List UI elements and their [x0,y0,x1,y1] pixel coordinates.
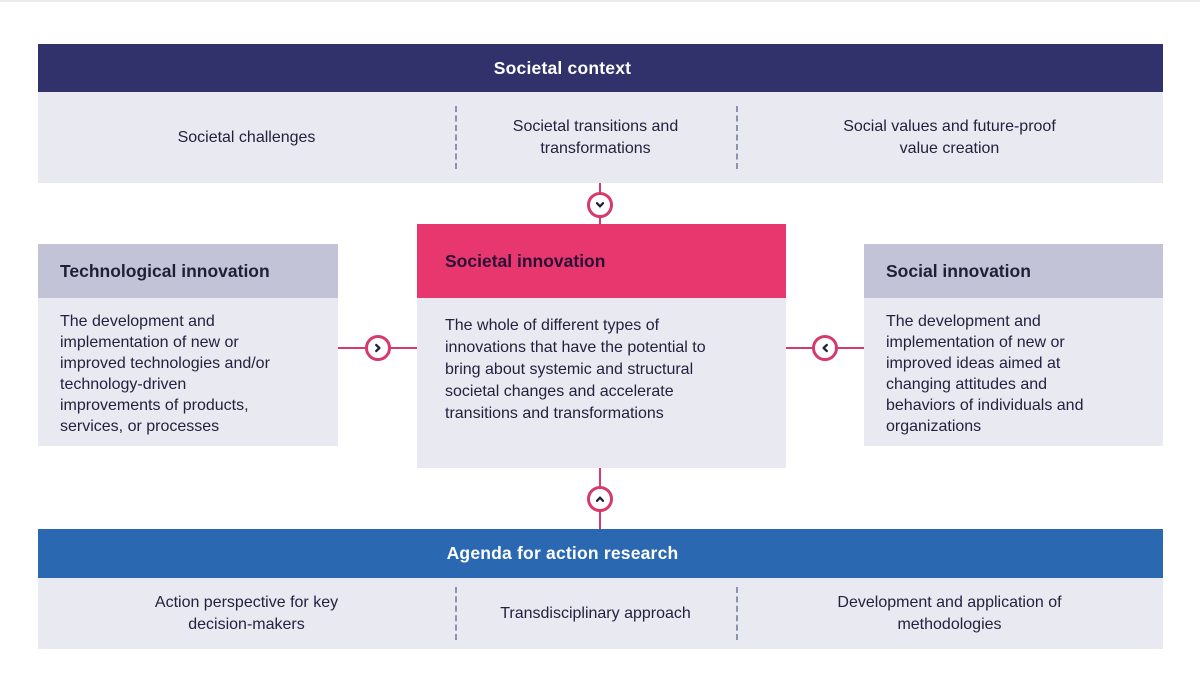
box-title: Societal innovation [445,250,606,271]
context-item-societal-challenges: Societal challenges [38,92,455,183]
dashed-separator [736,587,738,640]
arrow-down-icon [595,202,605,208]
arrow-node-top [587,192,613,218]
social-innovation-description: The development and implementation of ne… [864,298,1163,446]
agenda-item-label: Transdisciplinary approach [500,604,691,622]
box-title: Technological innovation [60,260,270,281]
arrow-node-right [812,335,838,361]
agenda-item-transdisciplinary: Transdisciplinary approach [455,578,736,649]
agenda-row: Action perspective for key decision-make… [38,578,1163,649]
societal-innovation-box: Societal innovation The whole of differe… [417,224,786,468]
context-item-label: Societal challenges [177,128,316,146]
technological-innovation-header: Technological innovation [38,244,338,298]
societal-context-title: Societal context [493,57,632,78]
agenda-title: Agenda for action research [446,543,679,563]
technological-innovation-description: The development and implementation of ne… [38,298,338,446]
dashed-separator [736,106,738,169]
agenda-item-label: Action perspective for key decision-make… [154,593,339,633]
context-item-social-values: Social values and future-proof value cre… [736,92,1163,183]
context-item-transitions-transformations: Societal transitions and transformations [455,92,736,183]
technological-innovation-box: Technological innovation The development… [38,244,338,446]
agenda-item-action-perspective: Action perspective for key decision-make… [38,578,455,649]
agenda-titlebar: Agenda for action research [38,529,1163,578]
arrow-right-icon [375,343,381,353]
societal-innovation-description: The whole of different types of innovati… [417,298,786,468]
box-title: Social innovation [886,260,1031,281]
social-innovation-header: Social innovation [864,244,1163,298]
agenda-item-methodologies: Development and application of methodolo… [736,578,1163,649]
societal-context-row: Societal challenges Societal transitions… [38,92,1163,183]
arrow-node-bottom [587,486,613,512]
dashed-separator [455,587,457,640]
dashed-separator [455,106,457,169]
arrow-left-icon [822,343,828,353]
agenda-band: Agenda for action research Action perspe… [38,529,1163,649]
societal-innovation-header: Societal innovation [417,224,786,298]
social-innovation-box: Social innovation The development and im… [864,244,1163,446]
arrow-up-icon [595,496,605,502]
context-item-label: Societal transitions and transformations [512,117,679,157]
context-item-label: Social values and future-proof value cre… [843,117,1056,157]
arrow-node-left [365,335,391,361]
societal-context-titlebar: Societal context [38,44,1163,92]
societal-context-band: Societal context Societal challenges Soc… [38,44,1163,183]
agenda-item-label: Development and application of methodolo… [837,593,1062,633]
page-top-border [0,0,1200,2]
